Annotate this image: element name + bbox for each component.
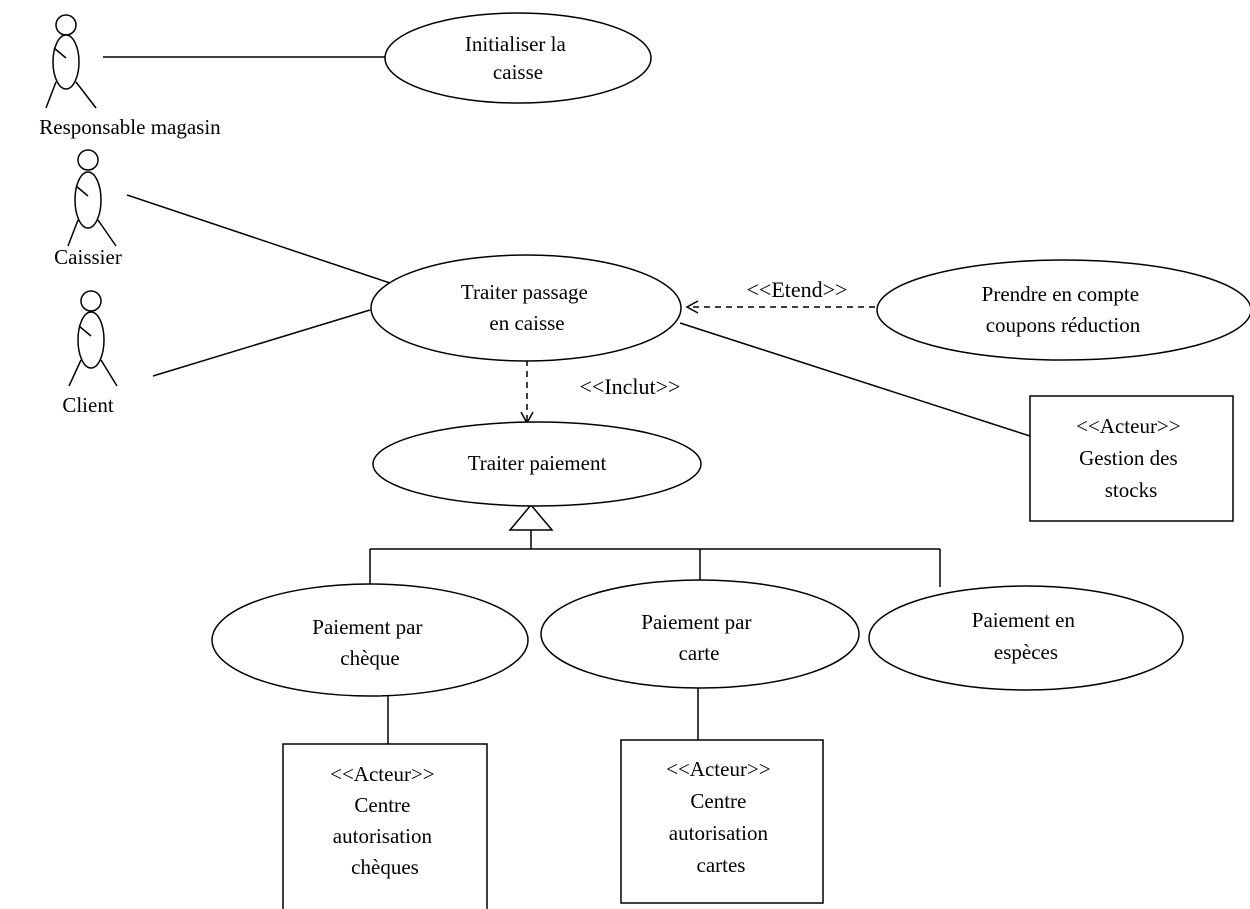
inclut-label: <<Inclut>> bbox=[580, 374, 681, 399]
actor-label: Responsable magasin bbox=[39, 115, 221, 139]
usecase-traiter-paiement: Traiter paiement bbox=[372, 421, 702, 507]
dependency-inclut: <<Inclut>> bbox=[520, 360, 681, 425]
actor-caissier: Caissier bbox=[54, 149, 122, 269]
system-label: <<Acteur>> Gestion des stocks bbox=[1076, 414, 1186, 502]
system-centre-cheques: <<Acteur>> Centre autorisation chèques bbox=[282, 743, 488, 909]
etend-label: <<Etend>> bbox=[747, 277, 848, 302]
usecase-initialiser-caisse: Initialiser la caisse bbox=[384, 12, 652, 104]
usecase-traiter-passage: Traiter passage en caisse bbox=[370, 254, 682, 362]
system-gestion-stocks: <<Acteur>> Gestion des stocks bbox=[1029, 395, 1234, 522]
usecase-label: Paiement par chèque bbox=[312, 615, 427, 670]
stick-figure-icon bbox=[45, 14, 97, 109]
stick-figure-icon bbox=[68, 290, 118, 387]
usecase-label: Paiement par carte bbox=[641, 610, 756, 665]
generalization-paiement bbox=[369, 503, 941, 587]
usecase-label: Prendre en compte coupons réduction bbox=[982, 282, 1145, 337]
usecase-prendre-coupons: Prendre en compte coupons réduction bbox=[876, 259, 1250, 361]
assoc-traiter-passage-gestion-stocks bbox=[679, 322, 1031, 437]
generalization-triangle bbox=[508, 503, 554, 531]
actor-client: Client bbox=[62, 290, 118, 417]
assoc-client-traiter-passage bbox=[152, 309, 371, 377]
system-centre-cartes: <<Acteur>> Centre autorisation cartes bbox=[620, 739, 824, 904]
stick-figure-icon bbox=[67, 149, 117, 247]
actor-responsable-magasin: Responsable magasin bbox=[39, 14, 221, 139]
usecase-label: Traiter paiement bbox=[468, 451, 607, 475]
actor-label: Client bbox=[62, 393, 113, 417]
system-label: <<Acteur>> Centre autorisation chèques bbox=[330, 762, 440, 879]
dependency-etend: <<Etend>> bbox=[685, 277, 875, 314]
usecase-label: Traiter passage en caisse bbox=[461, 280, 593, 335]
system-label: <<Acteur>> Centre autorisation cartes bbox=[666, 757, 776, 877]
associations bbox=[103, 56, 1031, 744]
usecase-label: Initialiser la caisse bbox=[465, 32, 571, 84]
usecase-paiement-carte: Paiement par carte bbox=[540, 579, 860, 689]
usecase-label: Paiement en espèces bbox=[972, 608, 1080, 664]
usecase-paiement-cheque: Paiement par chèque bbox=[211, 583, 529, 697]
actor-label: Caissier bbox=[54, 245, 122, 269]
assoc-caissier-traiter-passage bbox=[126, 194, 391, 284]
usecase-paiement-especes: Paiement en espèces bbox=[868, 585, 1184, 691]
